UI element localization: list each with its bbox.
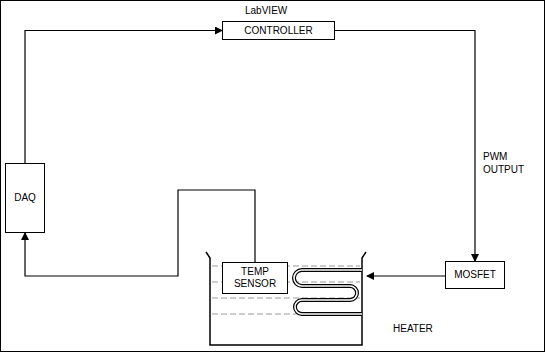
mosfet-box: MOSFET [445,261,505,289]
box-outline: TEMP SENSOR [222,262,288,294]
controller-box: LabVIEW CONTROLLER [222,5,335,40]
heater-coil [294,270,362,314]
beaker [206,252,366,345]
edge-label: PWM OUTPUT [482,150,542,176]
box-outline: MOSFET [445,261,505,289]
heater-coil-inner [294,270,362,314]
daq-box: DAQ [5,163,45,233]
node-label: MOSFET [454,269,496,281]
heater-wire [367,275,445,276]
box-outline: CONTROLLER [222,21,335,40]
node-label: TEMP SENSOR [226,266,284,290]
signal-line [335,31,475,262]
part-label: HEATER [392,322,434,335]
box-outline: DAQ [5,163,45,233]
node-heading: LabVIEW [222,5,335,17]
signal-line [25,31,222,164]
signal-line [25,190,255,276]
node-label: DAQ [14,192,36,204]
node-label: CONTROLLER [244,25,312,37]
sensor-box: TEMP SENSOR [222,262,288,294]
